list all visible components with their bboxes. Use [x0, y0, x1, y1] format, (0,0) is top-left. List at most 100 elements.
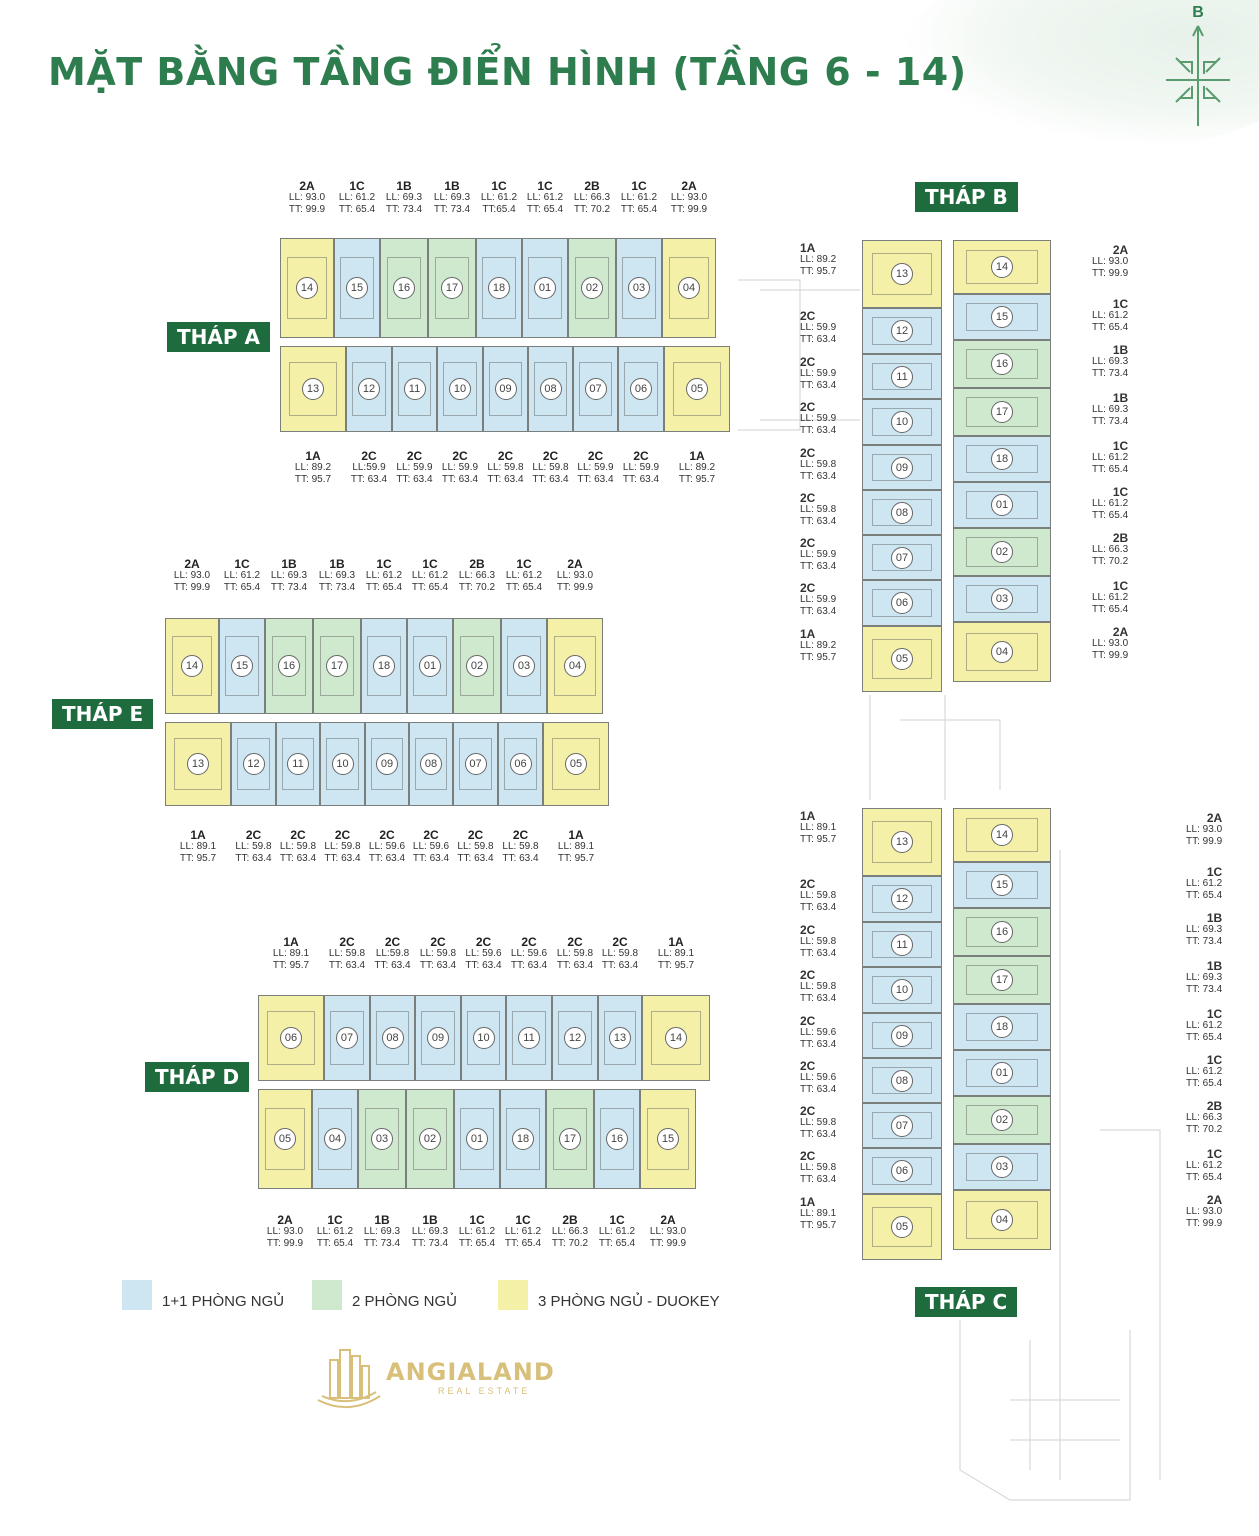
unit-type: 1A [800, 627, 816, 641]
usable-area: LL: 69.3 [411, 1226, 449, 1237]
total-area: TT: 95.7 [294, 474, 332, 485]
usable-area: LL: 61.2 [1186, 1066, 1223, 1077]
total-area: TT: 99.9 [1186, 836, 1223, 847]
usable-area: LL: 61.2 [411, 570, 449, 581]
unit-type: 2B [469, 557, 485, 571]
unit-number: 08 [891, 1069, 913, 1092]
usable-area: LL: 69.3 [433, 192, 471, 203]
unit-type: 1C [1112, 579, 1129, 593]
unit-d-11 [506, 995, 552, 1081]
unit-type: 1C [1206, 1147, 1223, 1161]
unit-number: 14 [991, 256, 1013, 278]
unit-type: 2C [512, 828, 529, 842]
unit-number: 17 [559, 1128, 581, 1150]
total-area: TT: 73.4 [1186, 936, 1223, 947]
unit-type: 2C [800, 581, 816, 595]
usable-area: LL: 69.3 [1186, 972, 1223, 983]
total-area: TT: 63.4 [328, 960, 366, 971]
usable-area: LL:59.9 [352, 462, 386, 473]
total-area: TT: 63.4 [800, 993, 837, 1004]
total-area: TT: 99.9 [556, 582, 594, 593]
usable-area: LL: 59.8 [502, 841, 539, 852]
usable-area: LL: 61.2 [505, 570, 543, 581]
unit-type: 1B [422, 1213, 438, 1227]
total-area: TT: 99.9 [266, 1238, 304, 1249]
usable-area: LL: 69.3 [385, 192, 423, 203]
total-area: TT: 63.4 [800, 334, 837, 345]
total-area: TT: 95.7 [800, 834, 837, 845]
compass-icon [1166, 25, 1230, 126]
unit-number: 16 [991, 921, 1013, 943]
total-area: TT: 65.4 [620, 204, 658, 215]
total-area: TT: 73.4 [1092, 368, 1129, 379]
unit-number: 08 [381, 1027, 404, 1049]
usable-area: LL: 89.2 [800, 640, 837, 651]
unit-type: 1B [281, 557, 297, 571]
total-area: TT: 99.9 [173, 582, 211, 593]
unit-type: 2B [562, 1213, 578, 1227]
usable-area: LL: 59.6 [465, 948, 502, 959]
legend-label-1plus1: 1+1 PHÒNG NGỦ [162, 1293, 285, 1310]
unit-type: 1C [469, 1213, 485, 1227]
usable-area: LL: 93.0 [288, 192, 326, 203]
total-area: TT: 63.4 [800, 516, 837, 527]
logo-name: ANGIALAND [386, 1358, 555, 1386]
unit-number: 01 [466, 1128, 488, 1150]
usable-area: LL:59.8 [375, 948, 410, 959]
tower-d-label: THÁP D [145, 1062, 250, 1092]
total-area: TT: 63.4 [350, 474, 388, 485]
unit-type: 2C [406, 449, 423, 463]
unit-type: 2A [184, 557, 200, 571]
usable-area: LL: 59.9 [800, 322, 837, 333]
usable-area: LL: 61.2 [526, 192, 564, 203]
usable-area: LL: 89.1 [800, 822, 837, 833]
usable-area: LL: 59.8 [235, 841, 272, 852]
total-area: TT: 63.4 [487, 474, 524, 485]
unit-number: 12 [242, 753, 265, 775]
unit-type: 2C [800, 491, 816, 505]
unit-type: 1A [283, 935, 299, 949]
unit-b-18 [953, 436, 1051, 482]
unit-number: 12 [564, 1027, 586, 1049]
unit-number: 13 [891, 831, 913, 853]
unit-type: 1B [1112, 343, 1129, 357]
total-area: TT: 63.4 [800, 425, 837, 436]
usable-area: LL: 93.0 [1092, 638, 1129, 649]
unit-number: 10 [891, 411, 913, 433]
usable-area: LL: 93.0 [173, 570, 211, 581]
unit-type: 2C [800, 1014, 816, 1028]
total-area: TT: 99.9 [649, 1238, 687, 1249]
usable-area: LL: 59.9 [800, 594, 837, 605]
usable-area: LL: 61.2 [1092, 452, 1129, 463]
unit-number: 03 [371, 1128, 393, 1150]
corridor [942, 240, 953, 692]
unit-type: 1B [444, 179, 460, 193]
unit-number: 15 [346, 277, 368, 299]
corridor [165, 714, 603, 722]
unit-number: 14 [296, 277, 318, 299]
usable-area: LL: 61.2 [504, 1226, 542, 1237]
unit-type: 1C [1206, 1007, 1223, 1021]
unit-type: 1C [631, 179, 647, 193]
unit-number: 02 [581, 277, 603, 299]
total-area: TT: 95.7 [657, 960, 695, 971]
usable-area: LL: 59.8 [279, 841, 317, 852]
unit-number: 10 [449, 378, 471, 400]
